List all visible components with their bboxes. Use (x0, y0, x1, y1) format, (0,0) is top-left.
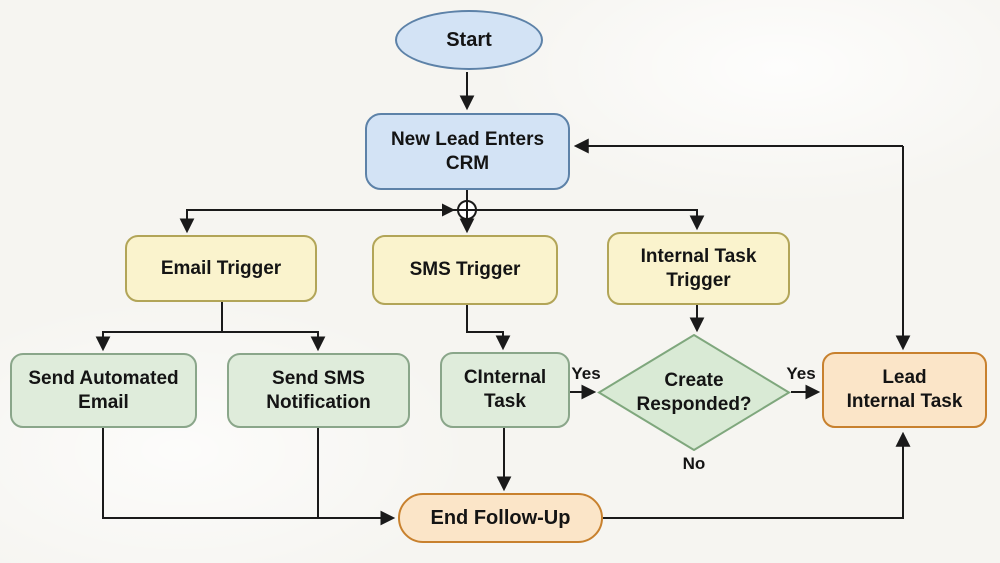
edge-label-yes-right: Yes (786, 364, 816, 383)
node-send-sms-notification: Send SMS Notification (227, 353, 410, 428)
node-internal-task-trigger: Internal Task Trigger (607, 232, 790, 305)
node-send-automated-email: Send Automated Email (10, 353, 197, 428)
node-create-responded-decision: Create Responded? (597, 334, 791, 451)
edge-branch-to-internal-task-trigger (467, 209, 705, 231)
node-new-lead-enters-crm: New Lead Enters CRM (365, 113, 570, 190)
node-start: Start (395, 10, 543, 70)
branch-inline-arrowhead (442, 203, 455, 217)
node-cinternal-task: CInternal Task (440, 352, 570, 428)
node-sms-trigger: SMS Trigger (372, 235, 558, 305)
node-lead-internal-task: Lead Internal Task (822, 352, 987, 428)
edge-end-to-lead-bottom (603, 431, 911, 519)
decision-label: Create Responded? (636, 369, 752, 415)
edge-label-yes-left: Yes (571, 364, 601, 383)
edge-branch-to-email-trigger (179, 209, 467, 234)
node-end-follow-up: End Follow-Up (398, 493, 603, 543)
node-email-trigger: Email Trigger (125, 235, 317, 302)
decision-diamond-shape (597, 334, 791, 451)
edge-send-email-to-end (102, 428, 396, 526)
edge-label-no: No (682, 454, 706, 473)
connectors (95, 72, 911, 526)
edge-split-to-send-email (95, 331, 222, 352)
edge-split-to-send-sms (222, 331, 326, 352)
junction-cross (458, 201, 476, 219)
edge-sms-trigger-to-cinternal (466, 305, 511, 351)
